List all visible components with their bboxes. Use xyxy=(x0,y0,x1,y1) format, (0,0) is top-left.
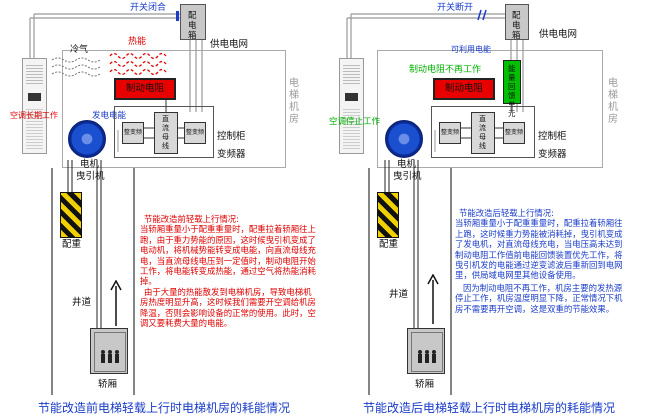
brake-resistor-label: 制动电阻 xyxy=(125,83,164,94)
inverter-label: 整变频 xyxy=(185,129,204,136)
dc-bus-block: 直流母线 xyxy=(471,112,495,154)
machine-room-outline xyxy=(377,50,603,168)
arrow-icon xyxy=(427,274,439,324)
right-caption: 节能改造后电梯轻载上行时电梯机房的耗能情况 xyxy=(363,401,616,415)
machine-room-outline xyxy=(62,50,286,168)
switch-label: 开关闭合 xyxy=(130,3,167,13)
car-icon xyxy=(407,328,445,374)
switch-icon xyxy=(176,11,179,21)
machine-room-label: 电梯机房 xyxy=(608,78,618,125)
dc-bus-label: 直流母线 xyxy=(479,115,486,150)
brake-resistor-label: 制动电阻 xyxy=(444,83,483,94)
arrow-icon xyxy=(110,280,122,326)
inverter-wires xyxy=(461,104,513,139)
left-panel: 开关闭合 配电箱 供电电网 空调长期工作 冷气 热能 制动电阻 发电电能 整变频… xyxy=(0,0,325,416)
brake-stopped-label: 制动电阻不再工作 xyxy=(409,65,482,75)
traction-label: 曳引机 xyxy=(76,171,105,182)
counterweight-label: 配重 xyxy=(62,239,82,250)
rectifier-label: 整变频 xyxy=(440,129,459,136)
cabinet-label: 配电箱 xyxy=(188,11,197,41)
explanation-title: 节能改造后轻载上行情况: xyxy=(459,208,554,218)
heat-label: 热能 xyxy=(128,37,147,47)
control-cabinet-outline xyxy=(114,106,214,158)
explanation-para-2: 因为制动电阻不再工作，机房主要的发热源停止工作，机房温度明显下降，正常情况下机房… xyxy=(455,282,623,314)
right-panel: 开关断开 配电箱 供电电网 可利用电能 空调停止工作 制动电阻不再工作 制动电阻… xyxy=(325,0,650,416)
motor-icon xyxy=(68,120,106,158)
ac-stop-label: 空调停止工作 xyxy=(329,117,381,127)
cabinet-label: 配电箱 xyxy=(512,11,521,41)
machine-room-label: 电梯机房 xyxy=(289,78,299,125)
ac-unit-icon xyxy=(22,58,47,154)
counterweight-label: 配重 xyxy=(379,239,399,250)
explanation-text: 节能改造后轻载上行情况: 当轿厢重量小于配重重量时，配重拉着轿厢往上跑，这时候重… xyxy=(455,208,627,314)
inverter-wires xyxy=(144,100,184,139)
brake-resistor: 制动电阻 xyxy=(114,78,176,100)
shaft-label: 井道 xyxy=(72,297,92,308)
switch-label: 开关断开 xyxy=(437,3,474,13)
motor-icon xyxy=(385,120,423,158)
traction-label: 曳引机 xyxy=(393,171,422,182)
brake-resistor: 制动电阻 xyxy=(433,78,495,100)
inverter-device-label: 变频器 xyxy=(538,149,567,160)
inverter-label: 整变频 xyxy=(504,129,523,136)
air-flow-icon xyxy=(51,57,101,77)
inverter-device-label: 变频器 xyxy=(217,149,246,160)
explanation-para-1: 当轿厢重量小于配重重量时，配重拉着轿厢往上跑，由于重力势能的原因，这时候曳引机变… xyxy=(140,224,316,287)
ac-unit-icon xyxy=(339,58,364,154)
generator-power-label: 发电电能 xyxy=(92,111,127,121)
rectifier-block: 整变频 xyxy=(122,122,144,144)
motor-label: 电机 xyxy=(80,159,100,170)
counterweight-icon xyxy=(377,192,399,238)
left-caption: 节能改造前电梯轻载上行时电梯机房的耗能情况 xyxy=(38,401,291,415)
explanation-title: 节能改造前轻载上行情况: xyxy=(144,214,239,224)
cold-air-label: 冷气 xyxy=(70,45,89,55)
ac-long-label: 空调长期工作 xyxy=(10,111,58,120)
dc-bus-label: 直流母线 xyxy=(162,115,169,150)
inverter-block: 整变频 xyxy=(503,122,525,144)
explanation-text: 节能改造前轻载上行情况: 当轿厢重量小于配重重量时，配重拉着轿厢往上跑，由于重力… xyxy=(140,214,316,328)
car-label: 轿厢 xyxy=(415,379,435,390)
shaft-label: 井道 xyxy=(389,289,409,300)
distribution-cabinet: 配电箱 xyxy=(180,4,206,41)
inverter-block: 整变频 xyxy=(184,122,206,144)
explanation-para-1: 当轿厢重量小于配重重量时，配重拉着轿厢往上跑，这时候重力势能被消耗掉，曳引机变成… xyxy=(455,218,623,281)
distribution-cabinet: 配电箱 xyxy=(505,4,529,41)
dc-bus-block: 直流母线 xyxy=(154,112,178,154)
heat-wave-icon xyxy=(109,52,167,76)
control-cabinet-label: 控制柜 xyxy=(217,131,246,142)
car-icon xyxy=(90,328,128,374)
power-grid-label: 供电电网 xyxy=(210,39,249,50)
motor-label: 电机 xyxy=(397,159,417,170)
counterweight-icon xyxy=(60,192,82,238)
reusable-power-label: 可利用电能 xyxy=(451,45,491,54)
explanation-para-2: 由于大量的热能散发到电梯机房，导致电梯机房热度明显升高，这时候我们需要开空调给机… xyxy=(140,286,316,329)
switch-icon xyxy=(477,9,487,21)
control-cabinet-outline xyxy=(431,106,535,158)
control-cabinet-label: 控制柜 xyxy=(538,131,567,142)
rectifier-label: 整变频 xyxy=(123,129,142,136)
power-grid-label: 供电电网 xyxy=(539,29,578,40)
car-label: 轿厢 xyxy=(98,379,118,390)
power-lines xyxy=(29,13,203,395)
rectifier-block: 整变频 xyxy=(439,122,461,144)
